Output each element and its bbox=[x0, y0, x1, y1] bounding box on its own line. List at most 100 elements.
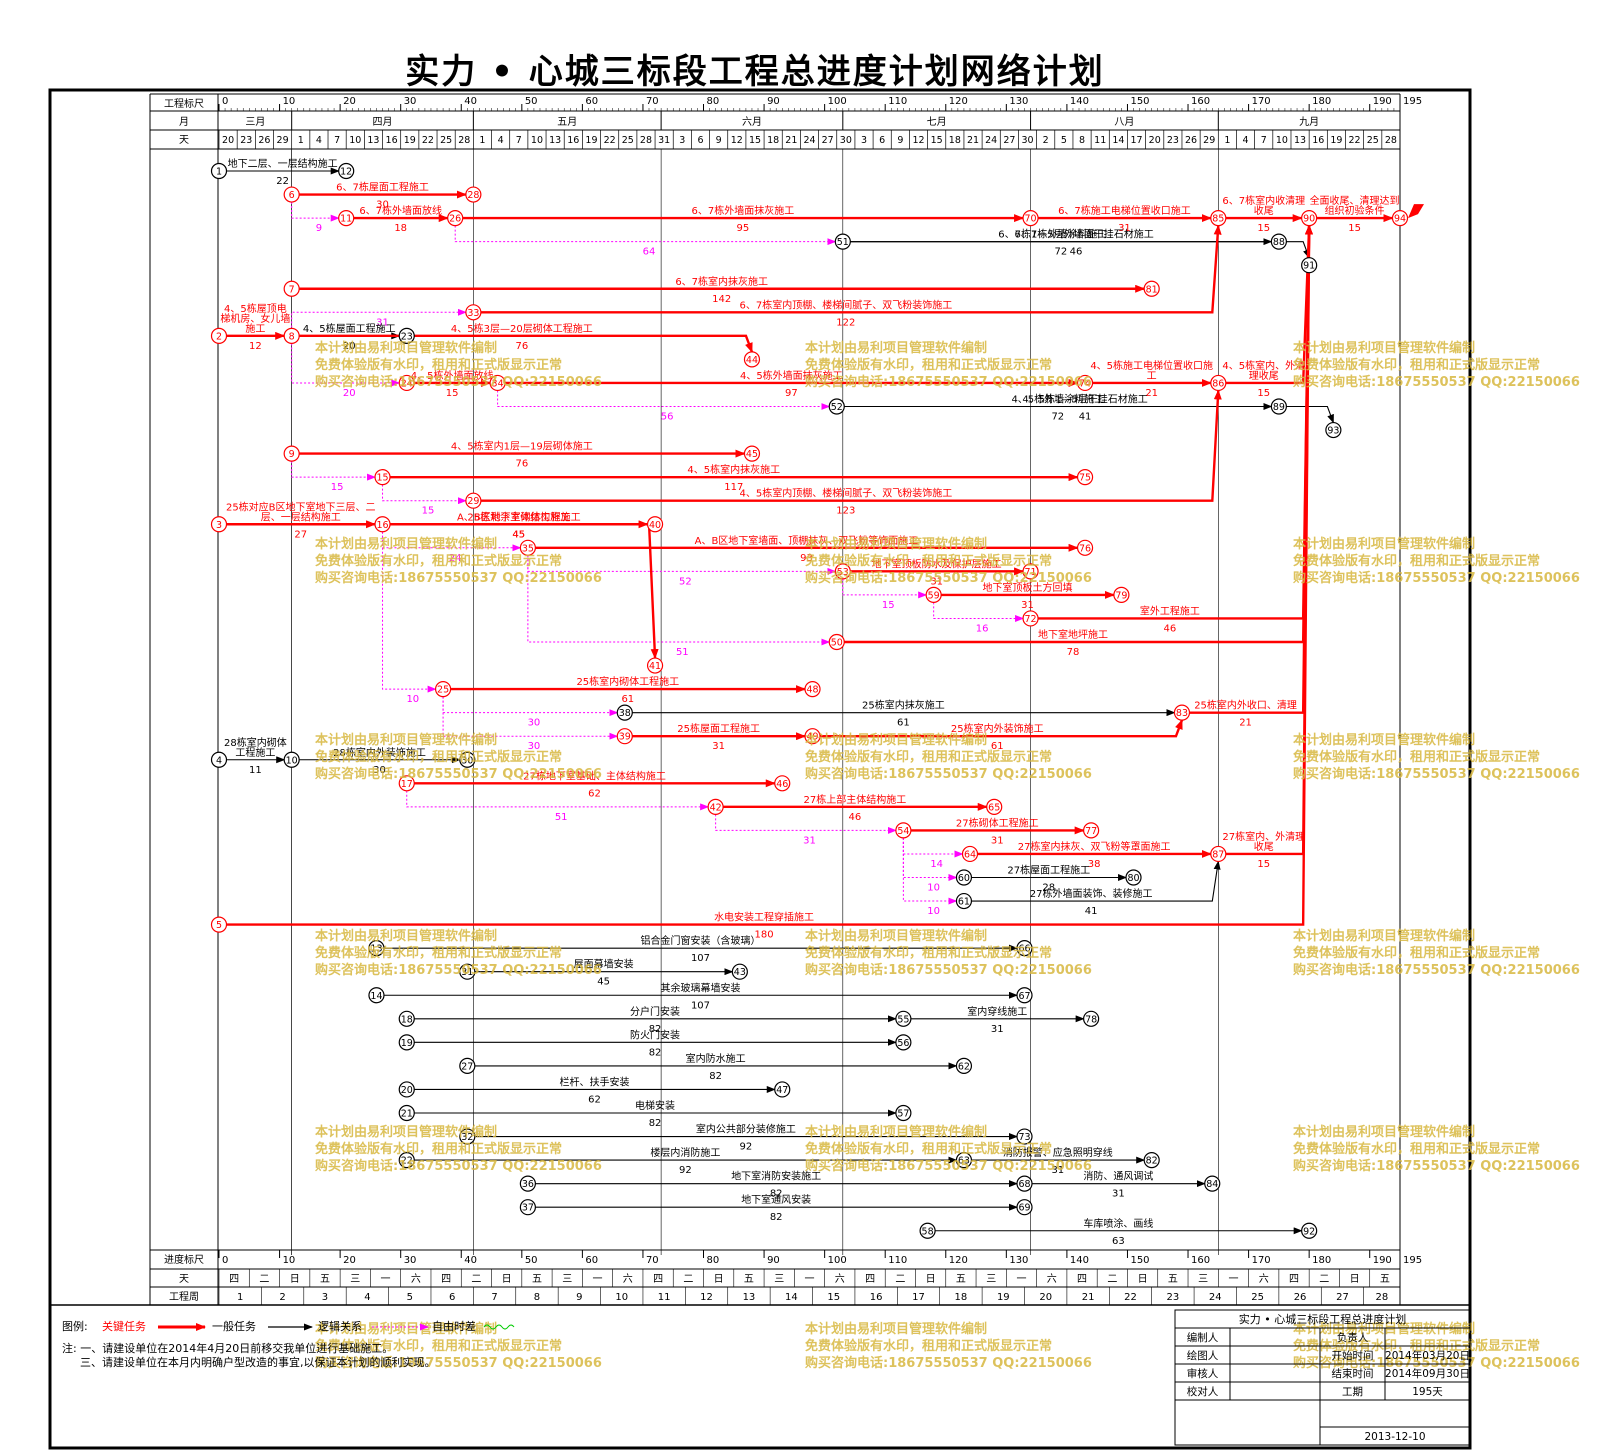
task-duration: 45 bbox=[597, 977, 610, 988]
event-node bbox=[895, 1034, 912, 1051]
task-duration: 31 bbox=[1051, 1165, 1064, 1176]
task-name: 6、7栋1—5层外墙面干挂石材施工 bbox=[998, 228, 1153, 241]
scale-tick-label: 160 bbox=[1191, 96, 1210, 107]
event-node-number: 54 bbox=[897, 826, 909, 837]
task-name: 25栋室内砌体工程施工 bbox=[576, 675, 679, 688]
weekday: 二 bbox=[1319, 1274, 1329, 1285]
event-node bbox=[1270, 233, 1287, 250]
day-number: 18 bbox=[767, 135, 779, 146]
watermark-text: 购买咨询电话:18675550537 QQ:22150066 bbox=[315, 374, 602, 390]
task-duration: 107 bbox=[691, 1000, 710, 1011]
progress-tick-label: 40 bbox=[464, 1255, 477, 1266]
event-node bbox=[834, 233, 851, 250]
watermark-text: 免费体验版有水印，租用和正式版显示正常 bbox=[805, 357, 1052, 373]
event-node-number: 25 bbox=[437, 685, 449, 696]
title-block-cell: 2014年03月20日 bbox=[1385, 1349, 1470, 1362]
day-number: 30 bbox=[1021, 135, 1033, 146]
float-value: 10 bbox=[927, 906, 940, 917]
event-node bbox=[210, 751, 228, 768]
event-node bbox=[398, 327, 415, 344]
scale-tick-label: 150 bbox=[1130, 96, 1149, 107]
week-number: 28 bbox=[1375, 1292, 1388, 1303]
week-number: 15 bbox=[827, 1292, 840, 1303]
task-duration: 18 bbox=[394, 223, 407, 234]
float-value: 51 bbox=[555, 812, 568, 823]
weekday: 日 bbox=[1138, 1274, 1148, 1285]
watermark-text: 本计划由易利项目管理软件编制 bbox=[1293, 928, 1475, 944]
day-number: 16 bbox=[567, 135, 579, 146]
event-node bbox=[1016, 1175, 1033, 1192]
task-name: 25栋室内外收口、清理 bbox=[1194, 699, 1297, 712]
task-name: 27栋地下室基础、主体结构施工 bbox=[523, 769, 666, 782]
scale-tick-label: 170 bbox=[1252, 96, 1271, 107]
event-node bbox=[646, 657, 664, 674]
day-number: 4 bbox=[498, 135, 504, 146]
title-block-cell: 校对人 bbox=[1187, 1385, 1219, 1398]
watermark-text: 购买咨询电话:18675550537 QQ:22150066 bbox=[315, 570, 602, 586]
event-node bbox=[1143, 280, 1160, 297]
day-number: 27 bbox=[1003, 135, 1015, 146]
logic-link bbox=[382, 531, 437, 693]
watermark-text: 购买咨询电话:18675550537 QQ:22150066 bbox=[805, 962, 1092, 978]
day-number: 10 bbox=[349, 135, 361, 146]
weekday: 四 bbox=[441, 1274, 451, 1285]
event-node-number: 83 bbox=[1176, 708, 1188, 719]
progress-tick-label: 120 bbox=[949, 1255, 968, 1266]
day-number: 22 bbox=[422, 135, 434, 146]
watermark-text: 本计划由易利项目管理软件编制 bbox=[1293, 536, 1475, 552]
event-node-number: 16 bbox=[376, 520, 388, 531]
event-node-number: 71 bbox=[1025, 567, 1037, 578]
task-name: 收尾 bbox=[1254, 204, 1274, 217]
task-duration: 31 bbox=[712, 741, 725, 752]
task-arrow bbox=[1189, 224, 1314, 714]
day-number: 6 bbox=[879, 135, 885, 146]
event-node bbox=[1076, 539, 1094, 556]
week-number: 3 bbox=[322, 1292, 328, 1303]
day-number: 13 bbox=[367, 135, 379, 146]
watermark-text: 免费体验版有水印，租用和正式版显示正常 bbox=[315, 945, 562, 961]
weekday: 四 bbox=[1077, 1274, 1087, 1285]
scale-tick-label: 20 bbox=[343, 96, 356, 107]
week-number: 10 bbox=[615, 1292, 628, 1303]
watermark-text: 购买咨询电话:18675550537 QQ:22150066 bbox=[1293, 1355, 1580, 1371]
week-number: 6 bbox=[449, 1292, 455, 1303]
event-node bbox=[398, 1034, 415, 1051]
scale-tick-label: 60 bbox=[585, 96, 598, 107]
day-number: 28 bbox=[458, 135, 470, 146]
weekday: 三 bbox=[1198, 1274, 1208, 1285]
event-node-number: 9 bbox=[289, 449, 295, 460]
task-name: 4、5栋室内顶棚、楼梯间腻子、双飞粉装饰施工 bbox=[739, 487, 952, 500]
title-block-frame bbox=[1174, 1309, 1471, 1446]
event-node bbox=[1022, 210, 1039, 227]
task-duration: 92 bbox=[679, 1165, 692, 1176]
task-duration: 27 bbox=[294, 529, 307, 540]
day-number: 20 bbox=[222, 135, 234, 146]
event-node-number: 69 bbox=[1018, 1203, 1030, 1214]
scale-tick-label: 180 bbox=[1312, 96, 1331, 107]
watermark-text: 免费体验版有水印，租用和正式版显示正常 bbox=[1293, 749, 1540, 765]
event-node-number: 70 bbox=[1025, 214, 1037, 225]
event-node-number: 79 bbox=[1115, 590, 1127, 601]
event-node bbox=[1083, 822, 1100, 839]
float-value: 24 bbox=[449, 553, 462, 564]
logic-link bbox=[715, 814, 897, 834]
logic-link bbox=[527, 555, 837, 575]
week-number: 13 bbox=[743, 1292, 756, 1303]
watermark-text: 免费体验版有水印，租用和正式版显示正常 bbox=[315, 357, 562, 373]
progress-tick-label: 190 bbox=[1373, 1255, 1392, 1266]
event-node-number: 61 bbox=[958, 897, 970, 908]
event-node-number: 33 bbox=[467, 308, 479, 319]
week-number: 26 bbox=[1294, 1292, 1307, 1303]
day-number: 9 bbox=[897, 135, 903, 146]
event-node-number: 5 bbox=[216, 920, 222, 931]
scale-tick-label: 130 bbox=[1009, 96, 1028, 107]
task-duration: 82 bbox=[709, 1071, 722, 1082]
watermark-text: 本计划由易利项目管理软件编制 bbox=[315, 732, 497, 748]
weekday: 二 bbox=[683, 1274, 693, 1285]
legend-logic-label: 逻辑关系 bbox=[318, 1319, 362, 1333]
watermark-text: 本计划由易利项目管理软件编制 bbox=[805, 1124, 987, 1140]
watermark-text: 本计划由易利项目管理软件编制 bbox=[315, 928, 497, 944]
event-node bbox=[519, 1199, 536, 1216]
task-duration: 95 bbox=[737, 223, 750, 234]
footer-day-label: 天 bbox=[179, 1274, 189, 1285]
